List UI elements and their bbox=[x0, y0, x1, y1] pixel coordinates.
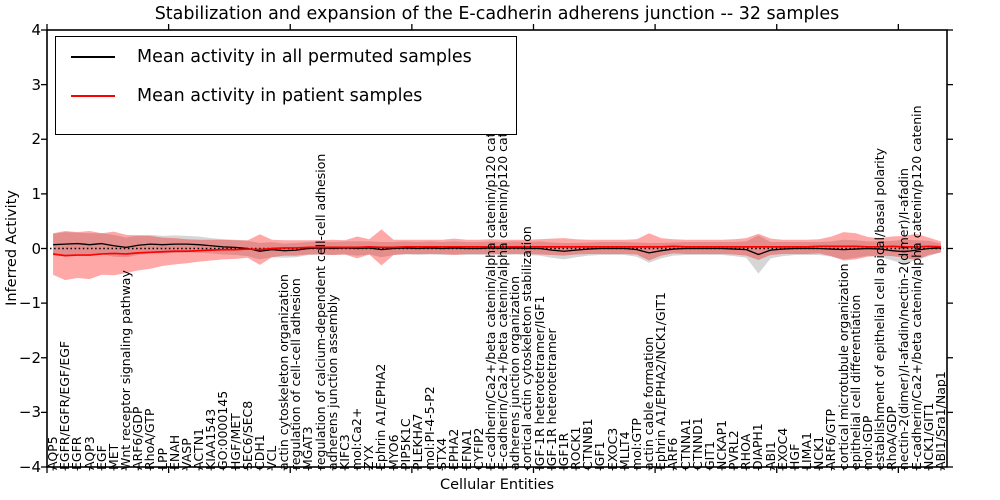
y-tick-label: −2 bbox=[18, 348, 41, 367]
chart-title: Stabilization and expansion of the E-cad… bbox=[154, 4, 840, 24]
y-tick-label: 2 bbox=[31, 130, 41, 149]
legend-item-patient: Mean activity in patient samples bbox=[71, 84, 516, 108]
x-axis-label: Cellular Entities bbox=[439, 477, 555, 493]
legend: Mean activity in all permuted samples Me… bbox=[55, 36, 517, 135]
legend-item-permuted: Mean activity in all permuted samples bbox=[71, 45, 516, 69]
y-tick-label: −3 bbox=[18, 403, 41, 422]
x-tick-label: ABI1/Sra1/Nap1 bbox=[932, 371, 948, 470]
y-tick-label: 1 bbox=[31, 184, 41, 203]
y-tick-label: −1 bbox=[18, 294, 41, 313]
y-tick-label: −4 bbox=[18, 458, 41, 476]
legend-line-permuted-icon bbox=[71, 56, 115, 58]
y-tick-label: 3 bbox=[31, 75, 41, 94]
legend-label-permuted: Mean activity in all permuted samples bbox=[137, 47, 472, 67]
y-tick-label: 4 bbox=[31, 21, 41, 39]
legend-line-patient-icon bbox=[71, 95, 115, 97]
plot-svg bbox=[41, 24, 953, 473]
y-tick-label: 0 bbox=[31, 239, 41, 258]
legend-label-patient: Mean activity in patient samples bbox=[137, 86, 423, 106]
